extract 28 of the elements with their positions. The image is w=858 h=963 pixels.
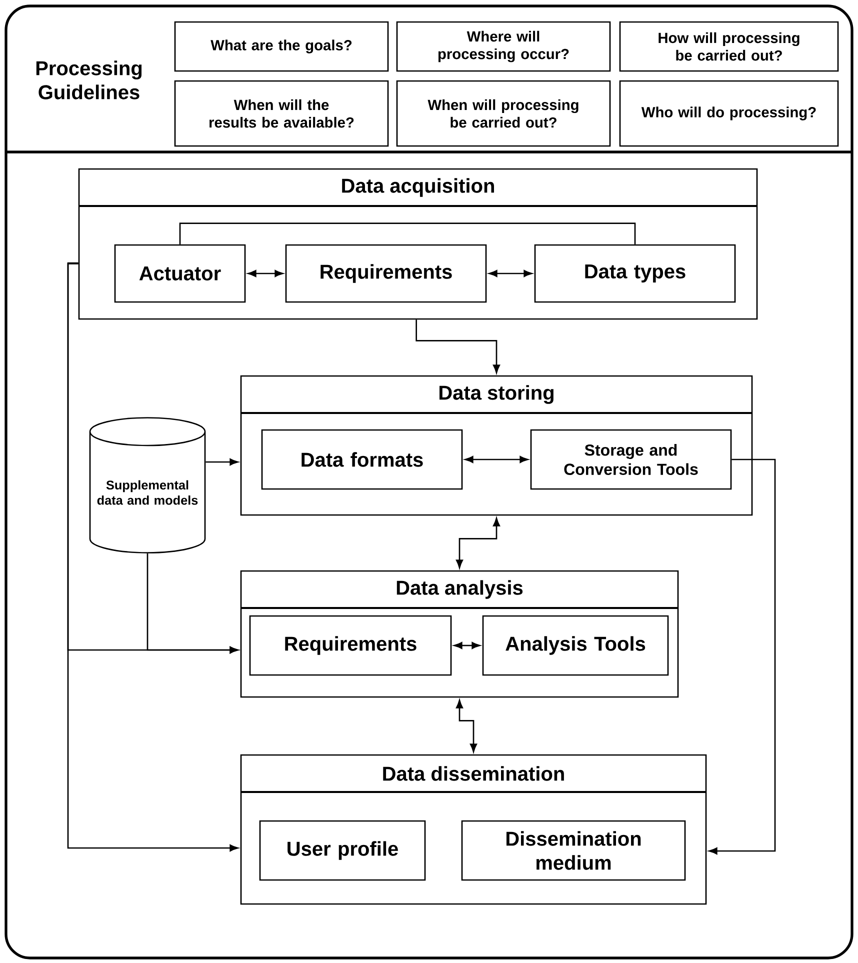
process-box: Requirements bbox=[249, 615, 452, 676]
question-box: When will processing be carried out? bbox=[396, 80, 611, 147]
process-box: Storage and Conversion Tools bbox=[530, 429, 732, 490]
arrow bbox=[488, 270, 532, 277]
question-box: How will processing be carried out? bbox=[619, 21, 839, 72]
database-cylinder: Supplemental data and models bbox=[89, 417, 206, 554]
question-box: Who will do processing? bbox=[619, 80, 839, 147]
arrow bbox=[456, 518, 500, 568]
arrow bbox=[454, 642, 480, 650]
arrow bbox=[67, 262, 238, 852]
question-box: Where will processing occur? bbox=[396, 21, 611, 72]
process-box: Actuator bbox=[114, 244, 246, 303]
process-box: Dissemination medium bbox=[461, 820, 686, 881]
process-box: Data types bbox=[534, 244, 736, 303]
arrow bbox=[206, 458, 238, 466]
arrow bbox=[464, 456, 528, 464]
arrow bbox=[416, 320, 500, 374]
process-box: Analysis Tools bbox=[482, 615, 669, 676]
process-box: User profile bbox=[259, 820, 426, 881]
question-box: What are the goals? bbox=[174, 21, 389, 72]
arrow bbox=[146, 553, 238, 654]
process-box: Requirements bbox=[285, 244, 487, 303]
arrow bbox=[248, 270, 284, 277]
arrow bbox=[708, 458, 776, 855]
heading-text: Processing Guidelines bbox=[36, 60, 142, 100]
process-box: Data formats bbox=[261, 429, 463, 490]
arrow bbox=[456, 700, 478, 752]
question-box: When will the results be available? bbox=[174, 80, 389, 147]
